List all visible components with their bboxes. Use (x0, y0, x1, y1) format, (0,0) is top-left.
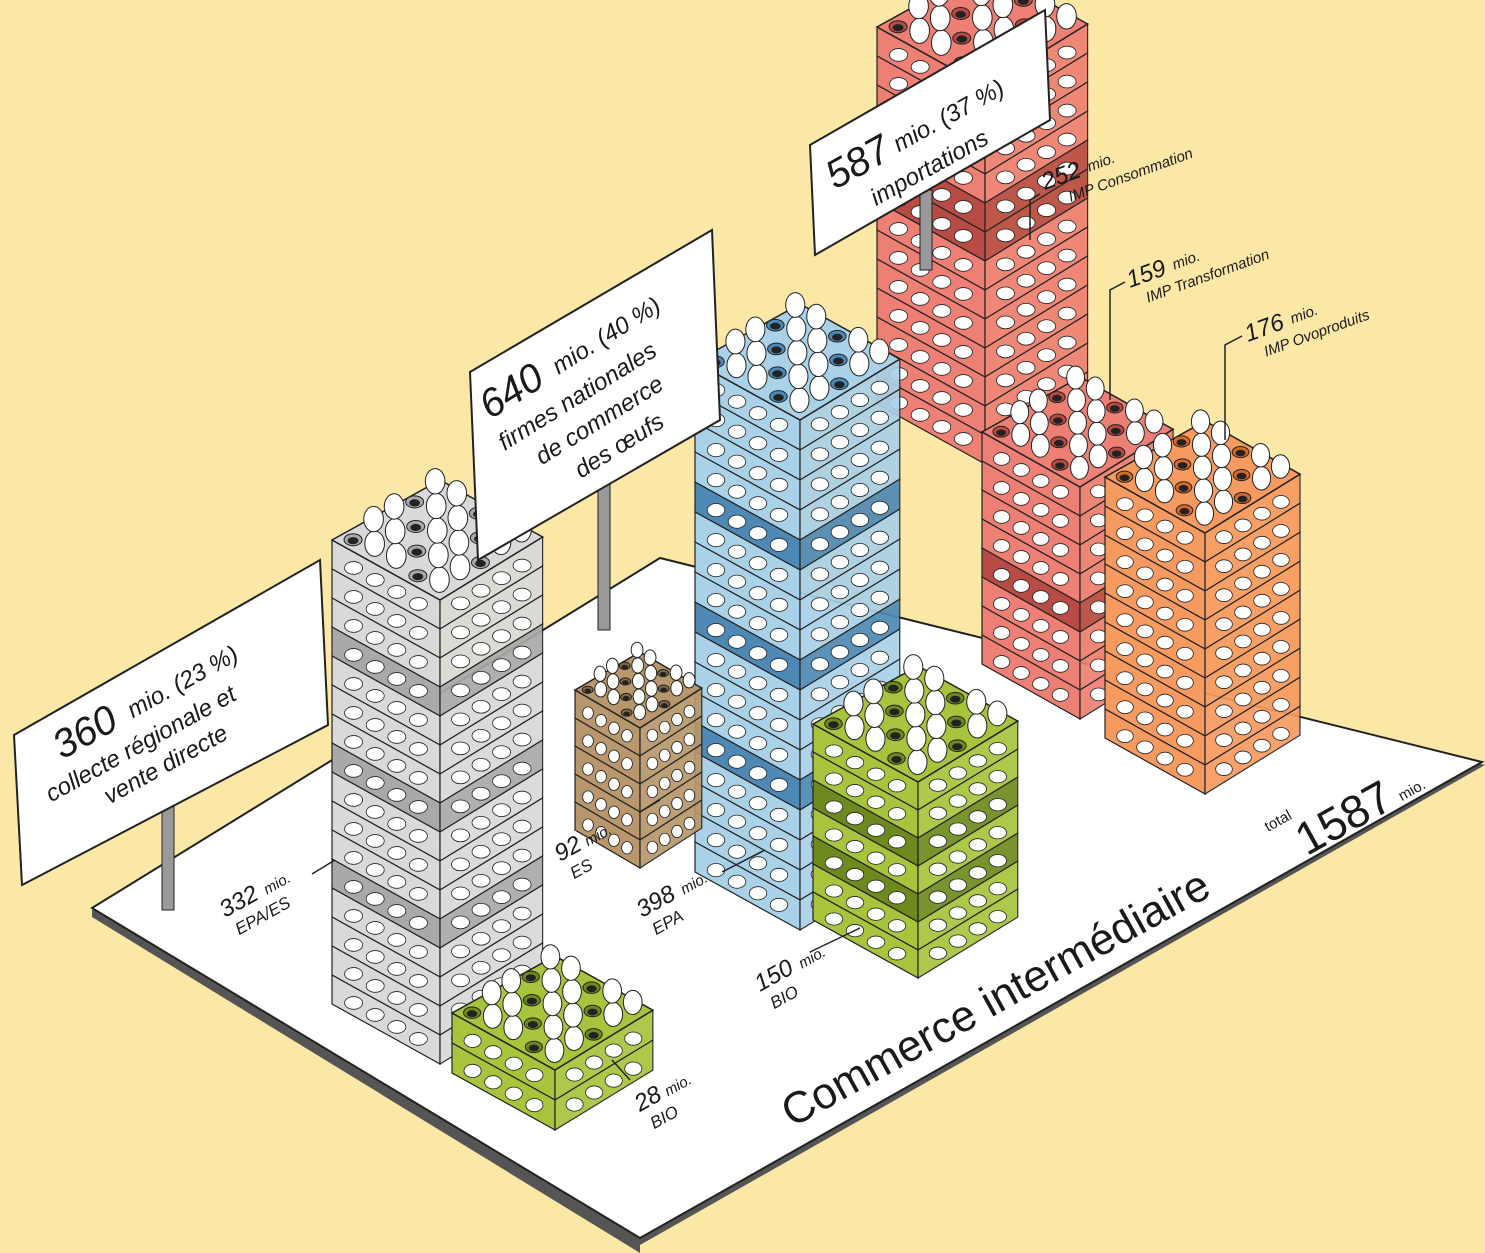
sign-national: 640 mio. (40 %) firmes nationales de com… (468, 228, 722, 631)
sign-regional: 360 mio. (23 %) collecte régionale et ve… (12, 558, 330, 911)
svg-text:mio.: mio. (1288, 302, 1320, 328)
stack-es (573, 641, 704, 870)
svg-text:mio.: mio. (1085, 150, 1117, 176)
label-imp-transformation: 159 mio. IMP Transformation (1123, 246, 1272, 306)
sign-imports: 587 mio. (37 %) importations (808, 8, 1052, 271)
svg-text:mio.: mio. (1170, 248, 1202, 274)
stack-imp-ovoproduits (1103, 409, 1302, 796)
leader-lines (311, 193, 1243, 1081)
stack-bio-national (811, 654, 1020, 980)
stack-bio-regional (450, 944, 655, 1132)
label-imp-ovoproduits: 176 mio. IMP Ovoproduits (1241, 302, 1373, 361)
